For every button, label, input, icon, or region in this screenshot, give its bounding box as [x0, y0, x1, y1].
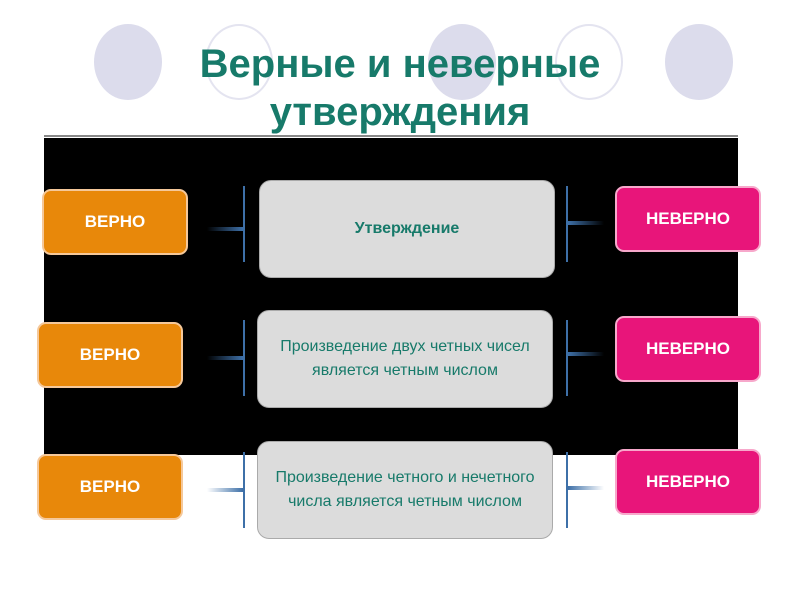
decor-circle — [205, 24, 273, 100]
connector — [568, 221, 604, 225]
connector-bar — [566, 320, 568, 396]
false-button-3[interactable]: НЕВЕРНО — [615, 449, 761, 515]
connector-bar — [243, 320, 245, 396]
statement-3: Произведение четного и нечетного числа я… — [257, 441, 553, 539]
connector — [207, 227, 243, 231]
decor-circle — [94, 24, 162, 100]
statement-header: Утверждение — [259, 180, 555, 278]
false-button-2[interactable]: НЕВЕРНО — [615, 316, 761, 382]
connector — [207, 488, 243, 492]
decor-circle — [665, 24, 733, 100]
connector-bar — [566, 452, 568, 528]
page-title: Верные и неверные утверждения — [199, 42, 601, 134]
connector-bar — [243, 186, 245, 262]
true-button-1[interactable]: ВЕРНО — [42, 189, 188, 255]
connector — [207, 356, 243, 360]
connector — [568, 352, 604, 356]
decor-circle — [428, 24, 496, 100]
true-button-3[interactable]: ВЕРНО — [37, 454, 183, 520]
connector-bar — [566, 186, 568, 262]
true-button-2[interactable]: ВЕРНО — [37, 322, 183, 388]
divider — [44, 135, 738, 137]
connector — [568, 486, 604, 490]
decor-circle — [555, 24, 623, 100]
statement-2: Произведение двух четных чисел является … — [257, 310, 553, 408]
false-button-1[interactable]: НЕВЕРНО — [615, 186, 761, 252]
connector-bar — [243, 452, 245, 528]
